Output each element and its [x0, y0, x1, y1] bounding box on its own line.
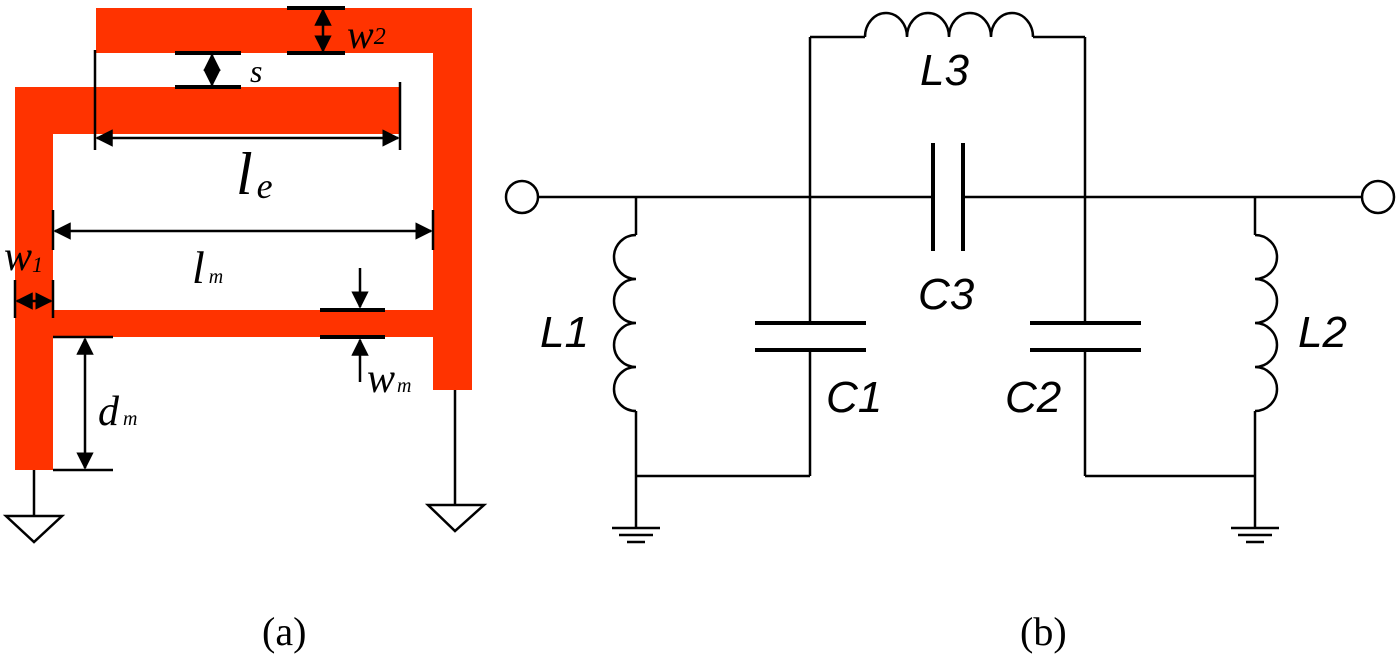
label-l3: L3 — [920, 46, 969, 95]
caption-b: (b) — [1020, 609, 1067, 654]
capacitor-c2 — [1030, 197, 1141, 476]
label-c1: C1 — [826, 373, 882, 422]
label-l2: L2 — [1298, 308, 1347, 357]
dimension-lm — [51, 210, 435, 250]
left-vertical-trace — [15, 87, 53, 470]
label-c2: C2 — [1005, 373, 1061, 422]
inductor-l3 — [808, 11, 1087, 197]
inductor-l1 — [612, 197, 638, 476]
right-vertical-trace — [433, 8, 472, 390]
label-c3: C3 — [918, 270, 975, 319]
label-w1: w1 — [4, 234, 43, 280]
ground-symbol-right — [424, 390, 488, 533]
ground-symbol-circuit-left — [612, 476, 660, 544]
caption-a: (a) — [262, 609, 306, 654]
ground-symbol-left — [2, 470, 66, 544]
label-w2: w2 — [347, 12, 386, 57]
output-port — [1360, 179, 1396, 215]
panel-b-circuit: L3 C3 L1 C1 C2 L2 (b) — [504, 11, 1396, 654]
capacitor-c3 — [931, 143, 965, 251]
dimension-dm — [53, 335, 113, 472]
dimension-w1 — [13, 280, 55, 318]
dimension-le — [93, 50, 402, 150]
top-arm-trace — [96, 8, 472, 53]
input-port — [504, 179, 540, 215]
ground-symbol-circuit-right — [1231, 476, 1279, 544]
inductor-l2 — [1253, 197, 1279, 476]
label-l1: L1 — [540, 308, 589, 357]
dimension-s — [175, 51, 241, 89]
dimension-w2 — [287, 6, 345, 55]
inner-arm-trace — [15, 87, 400, 134]
capacitor-c1 — [755, 197, 866, 476]
middle-bar-trace — [53, 310, 433, 337]
dimension-wm — [320, 268, 385, 382]
label-s: s — [250, 53, 262, 89]
